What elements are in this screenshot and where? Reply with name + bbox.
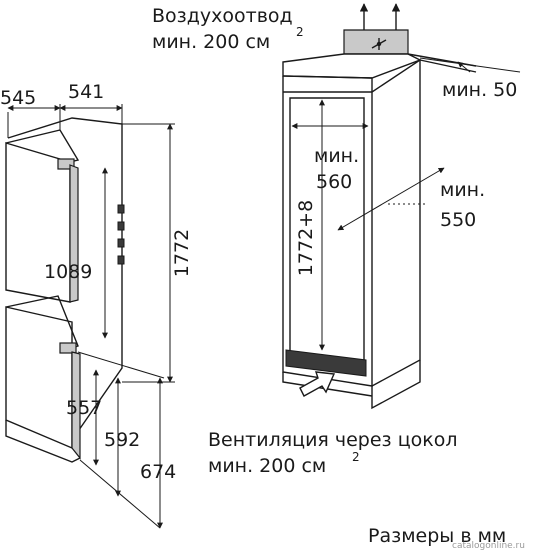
lower-door — [5, 306, 73, 450]
air-outlet-label: Воздухоотвод — [152, 5, 293, 27]
watermark: catalogonline.ru — [452, 541, 525, 550]
upper-door-edge — [69, 164, 79, 303]
fan-icon — [371, 38, 387, 50]
niche-view — [282, 3, 521, 410]
niche-side — [371, 58, 421, 387]
air-outlet-area: мин. 200 см — [152, 31, 270, 53]
label-557: 557 — [66, 397, 102, 419]
side-hinge-3 — [117, 238, 125, 248]
left-dimensions — [7, 104, 175, 529]
upper-hinge — [57, 158, 75, 170]
label-541: 541 — [68, 81, 104, 103]
vent-label: Вентиляция через цокол — [208, 429, 458, 451]
label-592: 592 — [104, 429, 140, 451]
label-depth-550: 550 — [440, 209, 476, 231]
side-hinge-2 — [117, 221, 125, 231]
label-width-560: 560 — [316, 171, 352, 193]
label-674: 674 — [140, 461, 176, 483]
air-outlet-grille — [343, 29, 409, 55]
dim-line-50 — [419, 57, 521, 73]
units-label: Размеры в мм — [368, 525, 506, 547]
cabinet-base — [5, 420, 81, 463]
vent-sup: 2 — [352, 450, 360, 464]
vent-area: мин. 200 см — [208, 455, 326, 477]
label-min-50: мин. 50 — [442, 79, 517, 101]
side-hinge-1 — [117, 204, 125, 214]
lower-hinge — [59, 342, 77, 354]
dim-line-550 — [337, 167, 445, 231]
label-545: 545 — [0, 87, 36, 109]
label-1089: 1089 — [44, 261, 92, 283]
label-height-1780: 1772+8 — [295, 200, 317, 276]
arrow-right-icon — [299, 371, 336, 397]
plinth — [285, 349, 367, 377]
label-1772: 1772 — [171, 229, 193, 277]
side-hinge-4 — [117, 255, 125, 265]
air-outlet-sup: 2 — [296, 25, 304, 39]
fridge-side-view — [5, 117, 125, 463]
label-depth-min: мин. — [440, 179, 485, 201]
label-width-min: мин. — [314, 145, 359, 167]
